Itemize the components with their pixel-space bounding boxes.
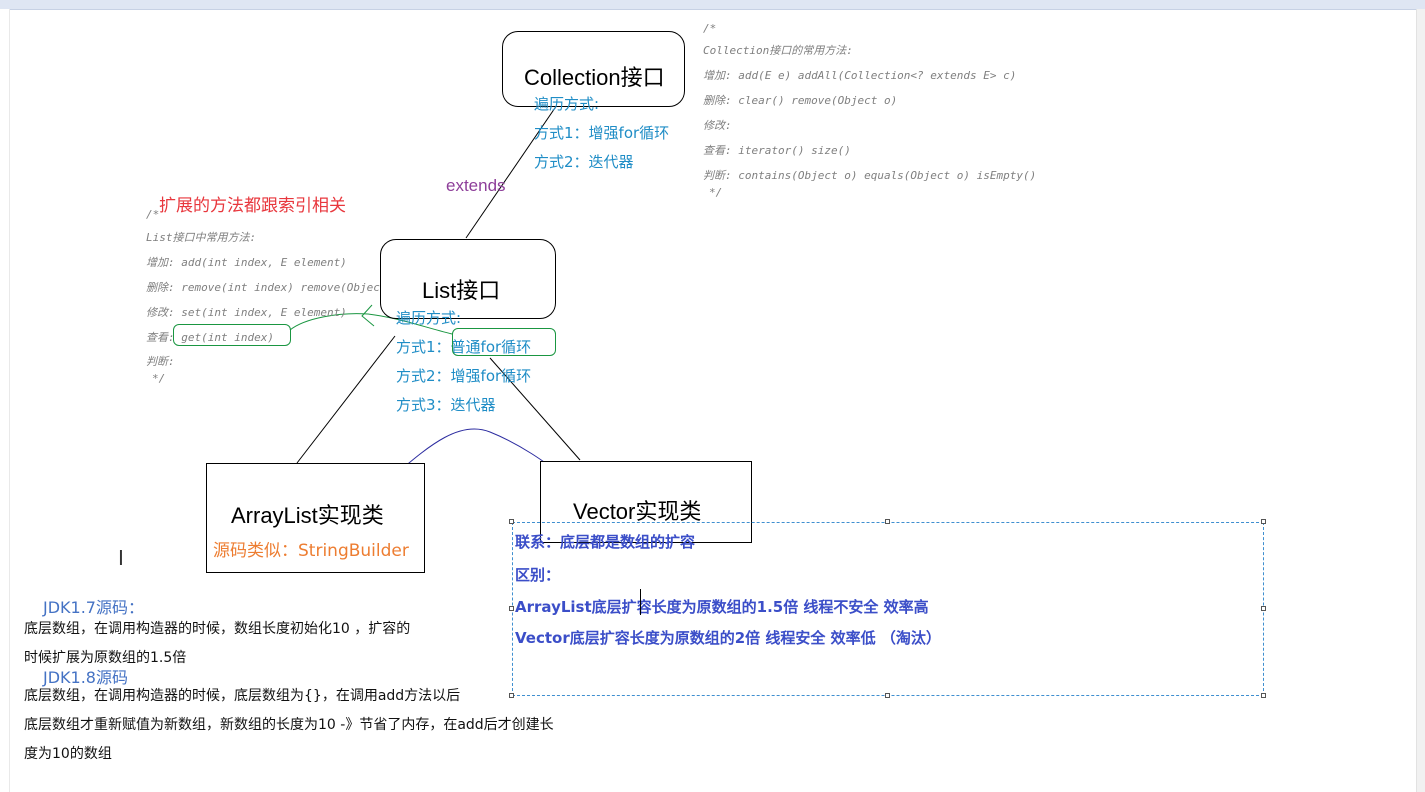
jdk18-line-1: 底层数组，在调用构造器的时候，底层数组为{}，在调用add方法以后 — [24, 688, 461, 704]
list-traverse-method-3: 方式3：迭代器 — [396, 396, 496, 414]
collection-comment-open: /* — [703, 22, 717, 35]
arraylist-source-note: 源码类似：StringBuilder — [213, 541, 409, 561]
resize-handle-tl[interactable] — [509, 519, 514, 524]
vector-title: Vector实现类 — [573, 499, 702, 524]
comparison-vector-line: Vector底层扩容长度为原数组的2倍 线程安全 效率低 （淘汰） — [515, 629, 941, 647]
list-traverse-method-2: 方式2：增强for循环 — [396, 367, 532, 385]
resize-handle-tr[interactable] — [1261, 519, 1266, 524]
collection-comment-modify: 修改: — [703, 119, 732, 132]
normal-for-highlight — [452, 328, 556, 356]
resize-handle-tm[interactable] — [885, 519, 890, 524]
list-extension-note: 扩展的方法都跟索引相关 — [159, 196, 346, 216]
list-title: List接口 — [422, 278, 501, 303]
collection-comment-judge: 判断: contains(Object o) equals(Object o) … — [703, 169, 1037, 182]
window-top-bar — [0, 0, 1425, 10]
ibeam-cursor-icon: I — [118, 546, 124, 570]
collection-comment-query: 查看: iterator() size() — [703, 144, 851, 157]
collection-comment-close: */ — [709, 186, 723, 199]
resize-handle-br[interactable] — [1261, 693, 1266, 698]
vertical-scrollbar[interactable] — [1416, 9, 1425, 792]
list-to-vector-line — [489, 357, 581, 461]
arraylist-class-box — [206, 463, 425, 573]
comparison-difference-label: 区别： — [515, 566, 561, 584]
resize-handle-ml[interactable] — [509, 606, 514, 611]
extends-label: extends — [446, 176, 506, 195]
resize-handle-mr[interactable] — [1261, 606, 1266, 611]
jdk18-line-3: 度为10的数组 — [24, 746, 112, 762]
text-caret — [640, 589, 641, 615]
comparison-arraylist-line: ArrayList底层扩容长度为原数组的1.5倍 线程不安全 效率高 — [515, 598, 929, 616]
collection-traverse-label: 遍历方式: — [534, 95, 600, 113]
green-annotation-arrow — [289, 313, 453, 335]
list-to-arraylist-line — [296, 335, 396, 464]
jdk17-line-1: 底层数组，在调用构造器的时候，数组长度初始化10 ，扩容的 — [24, 621, 411, 637]
collection-comment-heading: Collection接口的常用方法: — [703, 44, 853, 57]
list-comment-modify: 修改: set(int index, E element) — [146, 306, 347, 319]
resize-handle-bl[interactable] — [509, 693, 514, 698]
list-comment-open: /* — [146, 208, 160, 221]
list-comment-judge: 判断: — [146, 355, 175, 368]
list-traverse-label: 遍历方式: — [396, 309, 462, 327]
collection-traverse-method-2: 方式2：迭代器 — [534, 153, 634, 171]
jdk18-line-2: 底层数组才重新赋值为新数组，新数组的长度为10 -》节省了内存，在add后才创建… — [24, 717, 554, 733]
jdk17-title: JDK1.7源码： — [43, 598, 144, 617]
vector-class-box — [540, 461, 752, 543]
arraylist-title: ArrayList实现类 — [231, 503, 384, 528]
list-comment-close: */ — [152, 372, 166, 385]
list-comment-heading: List接口中常用方法: — [146, 231, 257, 244]
list-comment-add: 增加: add(int index, E element) — [146, 256, 347, 269]
resize-handle-bm[interactable] — [885, 693, 890, 698]
list-interface-box — [380, 239, 556, 319]
collection-comment-add: 增加: add(E e) addAll(Collection<? extends… — [703, 69, 1017, 82]
get-method-highlight — [173, 324, 291, 346]
left-margin — [0, 9, 10, 792]
collection-title: Collection接口 — [524, 65, 665, 90]
collection-traverse-method-1: 方式1：增强for循环 — [534, 124, 670, 142]
jdk18-title: JDK1.8源码 — [43, 668, 128, 687]
jdk17-line-2: 时候扩展为原数组的1.5倍 — [24, 650, 187, 666]
collection-comment-delete: 删除: clear() remove(Object o) — [703, 94, 898, 107]
extends-line — [465, 104, 558, 239]
list-traverse-method-1: 方式1：普通for循环 — [396, 338, 532, 356]
collection-interface-box — [502, 31, 685, 107]
green-arrow-head — [361, 304, 375, 327]
list-comment-delete: 删除: remove(int index) remove(Object o) — [146, 281, 407, 294]
comparison-relation: 联系：底层都是数组的扩容 — [515, 533, 696, 551]
